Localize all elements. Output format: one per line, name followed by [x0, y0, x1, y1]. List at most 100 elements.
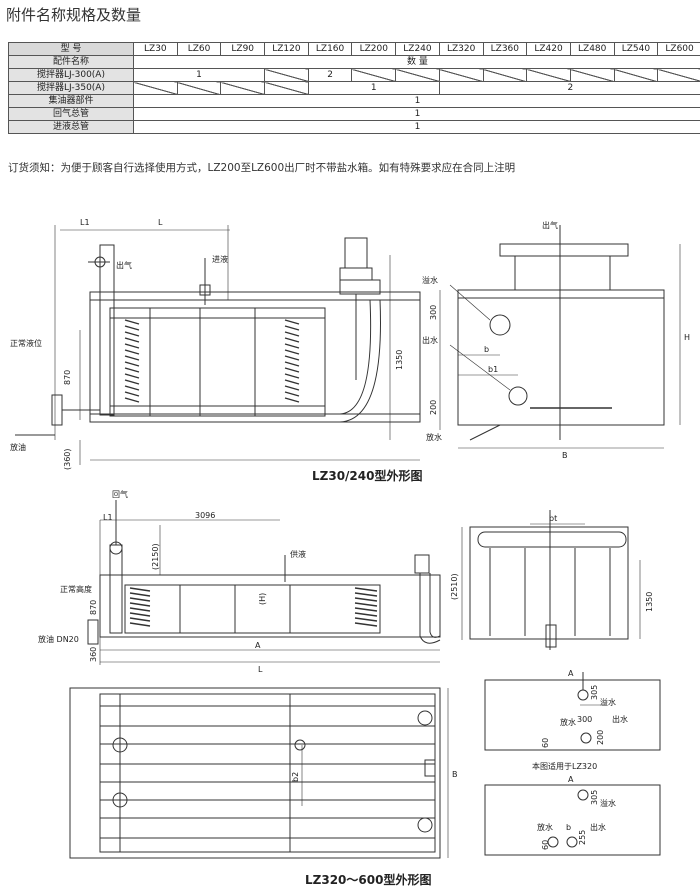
label-outlet: 出水	[422, 335, 438, 345]
dim-1350: 1350	[395, 350, 404, 370]
label-overflow-3: 溢水	[600, 798, 616, 808]
label-overflow: 溢水	[422, 275, 438, 285]
dim2-3096: 3096	[195, 511, 215, 520]
qty-cell: 1	[133, 120, 700, 134]
drawing2-caption: LZ320～600型外形图	[305, 872, 431, 887]
order-note: 订货须知：为便于顾客自行选择使用方式，LZ200至LZ600出厂时不带盐水箱。如…	[8, 162, 516, 174]
label-A-detail: A	[568, 669, 574, 678]
agitator-motor-2	[414, 554, 430, 574]
dim2-L1: L1	[103, 513, 113, 522]
label-oil-2: 放油 DN20	[38, 634, 79, 644]
dim2-b2: b2	[291, 772, 300, 782]
header-pipe	[499, 243, 629, 257]
label-inlet: 进液	[212, 254, 228, 264]
label-level-2: 正常高度	[60, 584, 92, 594]
dim-b1: b1	[488, 365, 498, 374]
side2-tank-outline	[469, 526, 629, 640]
applies-note: 本图适用于LZ320	[532, 761, 597, 771]
model-header: 型 号	[8, 42, 134, 56]
label-drain-3: 放水	[537, 822, 553, 832]
label-drain-2: 放水	[560, 717, 576, 727]
label-supply: 供液	[290, 549, 306, 559]
na-cell	[351, 68, 397, 82]
dim2-305b: 305	[590, 790, 599, 805]
coil-left	[124, 319, 140, 403]
tank-outline	[89, 291, 421, 423]
drawing2-side-view: bt (2510) 1350	[450, 510, 654, 650]
overflow-port	[489, 314, 511, 336]
dim2-b: b	[566, 823, 571, 832]
drawing1-side-view: 出气 溢水 出水 放水 b b1 B H 300 200	[422, 220, 690, 460]
na-cell	[438, 68, 484, 82]
label-outlet-2: 出水	[612, 714, 628, 724]
dim2-B: B	[452, 770, 458, 779]
drawing1-front-view: L1 L 出气 进液 正常液位 放油 870 (360) 1350	[10, 218, 421, 470]
drawing2-plan-view: b2 B	[69, 687, 458, 859]
dim-L1: L1	[80, 218, 90, 227]
label-oil: 放油	[10, 442, 26, 452]
label-A-detail-2: A	[568, 775, 574, 784]
side-tank-outline	[457, 289, 665, 426]
coil-right	[284, 319, 300, 403]
dim2-305: 305	[590, 685, 599, 700]
tank2-outline	[99, 574, 441, 638]
dim-b: b	[484, 345, 489, 354]
outlet-port	[508, 386, 528, 406]
dim2-870: 870	[89, 600, 98, 615]
label-outlet-3: 出水	[590, 822, 606, 832]
page-title: 附件名称规格及数量	[6, 6, 142, 24]
table-row: 配件名称 数 量	[8, 55, 700, 69]
dim2-bt: bt	[549, 514, 557, 523]
inlet-valve	[199, 284, 211, 296]
label-back-gas: 回气	[112, 489, 128, 499]
na-cell	[569, 68, 615, 82]
drawing1-caption: LZ30/240型外形图	[312, 468, 422, 483]
label-level: 正常液位	[10, 338, 42, 348]
dim-870: 870	[63, 370, 72, 385]
evaporator-frame	[109, 307, 326, 417]
dim-360: (360)	[63, 448, 72, 470]
plan-outline	[69, 687, 441, 859]
dim2-H: (H)	[258, 593, 267, 605]
dim2-2150: (2150)	[151, 543, 160, 570]
dim2-L: L	[258, 665, 263, 674]
label-outgas: 出气	[116, 260, 132, 270]
evaporator2-frame	[124, 584, 381, 634]
table-row: 型 号 LZ30 LZ60 LZ90 LZ120 LZ160 LZ200 LZ2…	[8, 42, 700, 56]
part-name: 进液总管	[8, 120, 134, 134]
drawing2-front-view: 回气 L1 3096 (2150) 供液 正常高度 放油 DN20 870 36…	[38, 489, 441, 674]
oil-collector-2	[87, 619, 99, 645]
label-overflow-2: 溢水	[600, 697, 616, 707]
dim-300: 300	[429, 305, 438, 320]
plan-agitator-1	[112, 737, 128, 753]
dim-200: 200	[429, 400, 438, 415]
return-gas-pipe-2	[109, 544, 123, 634]
label-outgas-side: 出气	[542, 220, 558, 230]
dim2-2510: (2510)	[450, 573, 459, 600]
coil2-right	[354, 587, 378, 627]
outlet-bend	[339, 299, 381, 423]
agitator-motor	[344, 237, 368, 269]
dim2-60: 60	[541, 738, 550, 748]
dim2-200: 200	[596, 730, 605, 745]
dim2-360: 360	[89, 647, 98, 662]
dim-B: B	[562, 451, 568, 460]
dim2-1350: 1350	[645, 592, 654, 612]
drawing2-detail-views: A 305 溢水 放水 300 出水 200 60 本图适用于LZ320 A 3…	[484, 669, 661, 856]
label-drain: 放水	[426, 432, 442, 442]
dim-L: L	[158, 218, 163, 227]
side2-header	[477, 531, 627, 548]
na-cell	[220, 81, 266, 95]
return-gas-pipe	[99, 244, 115, 416]
side2-collector	[545, 624, 557, 648]
dim2-300: 300	[577, 715, 592, 724]
dim2-A: A	[255, 641, 261, 650]
spec-table: 型 号 LZ30 LZ60 LZ90 LZ120 LZ160 LZ200 LZ2…	[8, 42, 700, 134]
detail-b-outline	[484, 784, 661, 856]
dim-H: H	[684, 333, 690, 342]
table-row: 进液总管 1	[8, 120, 700, 134]
dim2-60b: 60	[541, 840, 550, 850]
detail-a-outline	[484, 679, 661, 751]
oil-collector	[51, 394, 63, 426]
